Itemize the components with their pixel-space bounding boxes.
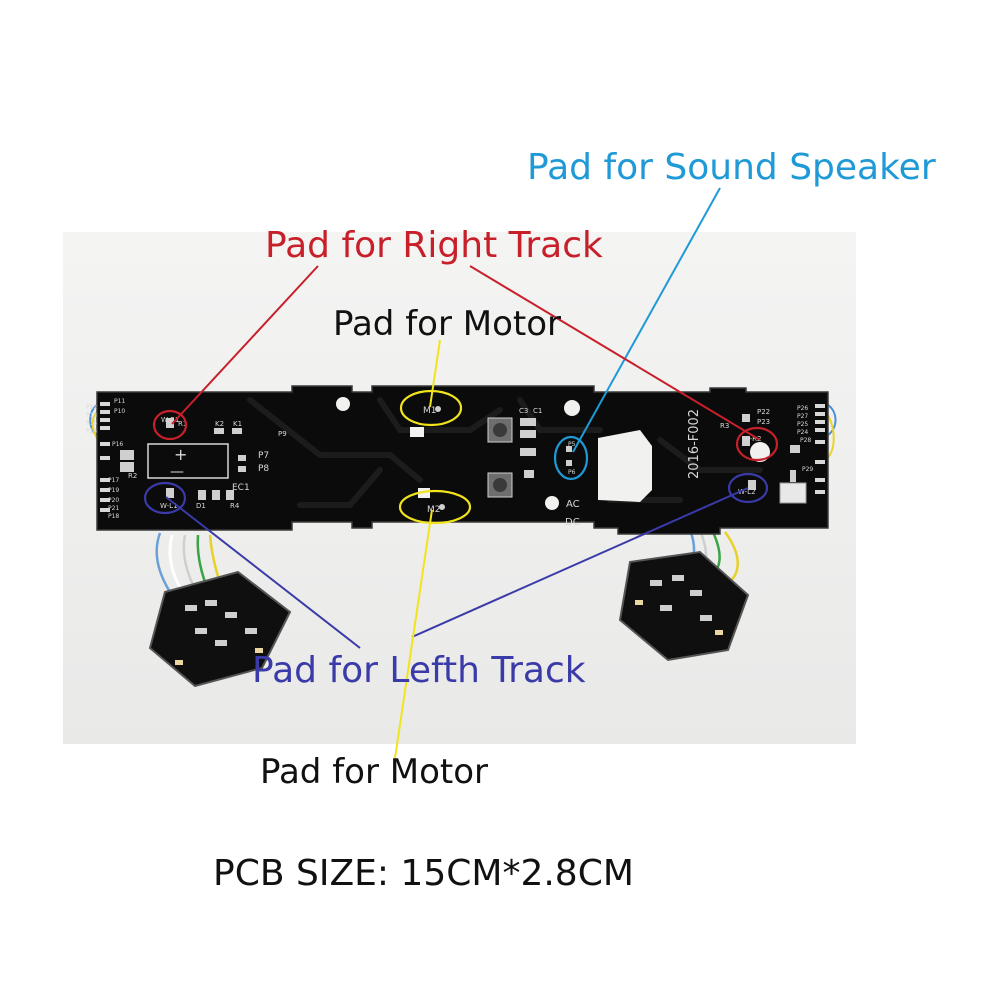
r2-label: R2 [128, 472, 137, 480]
left-daughter-board [148, 570, 292, 688]
label-sound-speaker: Pad for Sound Speaker [527, 147, 936, 188]
silkscreen-labels: M1 M2 W-R1 W-R2 W-L1 W-L2 2016-F002 AC D… [86, 398, 813, 528]
battery-cutout [598, 430, 652, 502]
pad-w-r1-label: W-R1 [161, 416, 179, 424]
p19-label: P19 [108, 487, 119, 494]
p22-label: P22 [757, 408, 770, 416]
plus-mark: + [174, 445, 187, 464]
label-motor-top: Pad for Motor [333, 304, 562, 344]
p24-label: P24 [797, 429, 808, 436]
edge-pads-left [100, 402, 110, 512]
p21-label: P21 [108, 505, 119, 512]
p7-label: P7 [258, 451, 269, 461]
main-pcb-board [96, 385, 829, 535]
leader-motor-bottom [394, 509, 433, 759]
r3-label: R3 [720, 422, 729, 430]
leader-lines [165, 187, 761, 759]
p8-label: P8 [258, 464, 269, 474]
r4-label: R4 [230, 502, 240, 510]
smd-components [120, 414, 800, 500]
ac-label: AC [566, 499, 580, 510]
label-left-track: Pad for Lefth Track [252, 650, 586, 691]
p6-label: P6 [568, 469, 576, 476]
label-pcb-size: PCB SIZE: 15CM*2.8CM [213, 853, 634, 894]
dc-label: DC [565, 517, 580, 528]
right-daughter-board [618, 550, 750, 662]
ec1-label: EC1 [232, 483, 250, 493]
circle-left-track-1 [143, 481, 187, 515]
d1-label: D1 [196, 502, 206, 510]
minus-mark: — [170, 464, 184, 480]
p28-label: P28 [800, 437, 811, 444]
leader-left-track-1 [165, 496, 361, 649]
solder-pads [166, 406, 756, 510]
mount-hole [545, 496, 559, 510]
p11-label: P11 [114, 398, 125, 405]
p12-label: P12 [86, 404, 97, 411]
p26-label: P26 [797, 405, 808, 412]
circle-motor-2 [398, 489, 472, 525]
p10-label: P10 [114, 408, 125, 415]
connector [779, 482, 807, 504]
k1-label: K1 [233, 420, 242, 428]
p14-label: P14 [86, 428, 97, 435]
mount-hole [336, 397, 350, 411]
pad-w-r2-label: W-R2 [743, 435, 761, 443]
circle-right-track-2 [735, 426, 779, 462]
p16-label: P16 [112, 441, 123, 448]
pad-m1-label: M1 [423, 406, 437, 416]
p23-label: P23 [757, 418, 770, 426]
p13-label: P13 [86, 412, 97, 419]
leader-motor-top [429, 339, 441, 408]
leader-speaker [572, 187, 721, 453]
k2-label: K2 [215, 420, 224, 428]
part-code: 2016-F002 [687, 409, 702, 479]
pad-w-l1-label: W-L1 [160, 502, 178, 510]
leader-right-track-1 [171, 265, 319, 425]
slot-cutout [418, 488, 430, 498]
circle-motor-1 [399, 389, 463, 427]
r1-label: R1 [178, 420, 187, 428]
p25-label: P25 [797, 421, 808, 428]
pcb-traces [247, 397, 763, 508]
leader-right-track-2 [469, 265, 761, 441]
slot-cutout [410, 427, 424, 437]
p17-label: P17 [108, 477, 119, 484]
label-right-track: Pad for Right Track [265, 225, 603, 266]
pad-m2-label: M2 [427, 505, 441, 515]
p15-label: P15 [86, 420, 97, 427]
pad-w-l2-label: W-L2 [738, 488, 756, 496]
edge-pads-right [815, 404, 825, 494]
p18-label: P18 [108, 513, 119, 520]
p5-label: P5 [568, 441, 576, 448]
capacitor-ec1 [147, 443, 229, 479]
c3-label: C3 [519, 407, 528, 415]
annotation-circles [143, 389, 779, 525]
label-motor-bottom: Pad for Motor [260, 752, 489, 792]
p27-label: P27 [797, 413, 808, 420]
circle-speaker [553, 435, 589, 481]
mount-hole [750, 442, 770, 462]
mount-hole [564, 400, 580, 416]
p9-label: P9 [278, 430, 287, 438]
p20-label: P20 [108, 497, 119, 504]
circle-right-track-1 [152, 409, 188, 441]
c1-label: C1 [533, 407, 542, 415]
p29-label: P29 [802, 466, 813, 473]
leader-left-track-2 [411, 487, 749, 638]
circle-left-track-2 [727, 472, 769, 504]
